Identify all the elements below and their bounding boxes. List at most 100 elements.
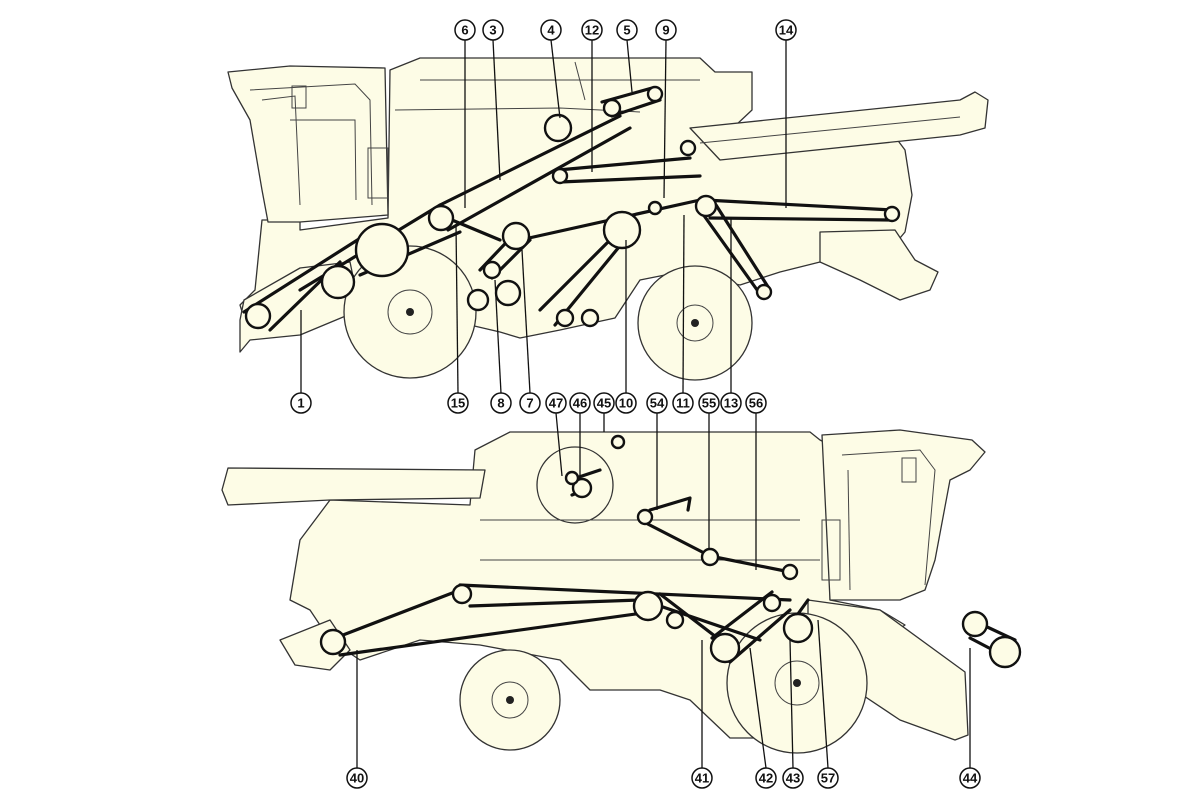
pulley-beater: [320, 264, 356, 300]
callout-label-56: 56: [749, 396, 763, 411]
pulley-feeder: [244, 302, 272, 330]
pulley-main-b: [632, 590, 664, 622]
leader-line-47: [555, 412, 563, 477]
callout-label-7: 7: [526, 396, 533, 411]
unloading-auger-top: [689, 91, 989, 161]
callout-label-5: 5: [623, 23, 630, 38]
belt-14: [703, 198, 894, 222]
callout-circle-3: [482, 19, 504, 41]
callout-circle-6: [454, 19, 476, 41]
callout-circle-47: [545, 392, 567, 414]
callout-circle-54: [646, 392, 668, 414]
belt-54-56: [638, 496, 792, 574]
callout-label-55: 55: [702, 396, 716, 411]
leader-line-11: [682, 214, 685, 394]
pulley-42: [709, 632, 741, 664]
callout-circle-13: [720, 392, 742, 414]
leader-line-3: [492, 39, 501, 181]
cab-top: [227, 65, 389, 223]
callout-circle-46: [569, 392, 591, 414]
callout-label-41: 41: [695, 771, 709, 786]
pulley-47: [564, 470, 580, 486]
callout-circle-41: [691, 767, 713, 789]
callout-circle-1: [290, 392, 312, 414]
pulley-5a: [602, 98, 622, 118]
callout-circle-44: [959, 767, 981, 789]
pulley-13-end: [755, 283, 773, 301]
callout-circle-57: [817, 767, 839, 789]
callout-label-40: 40: [350, 771, 364, 786]
pulley-43: [782, 612, 814, 644]
belt-40: [328, 588, 652, 657]
right-side-view: [221, 429, 1022, 754]
belt-12: [556, 156, 702, 184]
callout-label-10: 10: [619, 396, 633, 411]
cab-bottom: [821, 429, 986, 601]
pulley-54: [636, 508, 654, 526]
pulley-15: [427, 204, 455, 232]
leader-line-57: [817, 619, 829, 769]
pulley-46: [571, 477, 593, 499]
pulley-44a: [961, 610, 989, 638]
pulley-14-end: [883, 205, 901, 223]
callout-label-6: 6: [461, 23, 468, 38]
leader-line-15: [455, 224, 459, 394]
pulley-12b: [679, 139, 697, 157]
callout-label-3: 3: [489, 23, 496, 38]
callout-circle-10: [615, 392, 637, 414]
callout-circle-15: [447, 392, 469, 414]
leader-line-8: [494, 279, 502, 394]
callout-label-4: 4: [547, 23, 555, 38]
callout-circle-55: [698, 392, 720, 414]
pulley-55: [700, 547, 720, 567]
callout-circle-8: [490, 392, 512, 414]
straw-chopper: [819, 229, 939, 301]
callout-label-14: 14: [779, 23, 794, 38]
belt-main-bottom: [458, 583, 792, 608]
pulley-drum: [354, 222, 410, 278]
callout-label-9: 9: [662, 23, 669, 38]
callout-label-43: 43: [786, 771, 800, 786]
callout-label-11: 11: [676, 396, 690, 411]
pulley-9: [602, 210, 642, 250]
pulley-idler-b: [647, 200, 663, 216]
pulley-main-a: [451, 583, 473, 605]
callout-label-8: 8: [497, 396, 504, 411]
pulley-7: [501, 221, 531, 251]
belt-3: [438, 114, 632, 232]
pulley-57: [762, 593, 782, 613]
callout-label-12: 12: [585, 23, 599, 38]
callout-label-42: 42: [759, 771, 773, 786]
callout-circle-43: [782, 767, 804, 789]
callout-circle-40: [346, 767, 368, 789]
pulley-5b: [646, 85, 664, 103]
callout-circle-45: [593, 392, 615, 414]
callout-circle-14: [775, 19, 797, 41]
pulley-4: [543, 113, 573, 143]
callout-label-13: 13: [724, 396, 738, 411]
pulley-8: [482, 260, 502, 280]
callout-label-46: 46: [573, 396, 587, 411]
leader-line-9: [663, 39, 667, 199]
pulley-10b: [580, 308, 600, 328]
leader-line-5: [626, 39, 633, 93]
callout-circle-12: [581, 19, 603, 41]
leader-line-7: [521, 249, 531, 394]
belt-13: [698, 203, 772, 296]
unloading-auger-bottom: [221, 467, 486, 506]
left-side-view: [227, 57, 989, 381]
belt-42: [710, 590, 792, 664]
callout-label-45: 45: [597, 396, 611, 411]
callout-label-54: 54: [650, 396, 665, 411]
leader-line-4: [550, 39, 561, 119]
pulley-sieve: [494, 279, 522, 307]
callout-label-57: 57: [821, 771, 835, 786]
pulley-41: [665, 610, 685, 630]
callout-circle-9: [655, 19, 677, 41]
callout-circle-7: [519, 392, 541, 414]
callout-label-44: 44: [963, 771, 978, 786]
callout-circle-4: [540, 19, 562, 41]
